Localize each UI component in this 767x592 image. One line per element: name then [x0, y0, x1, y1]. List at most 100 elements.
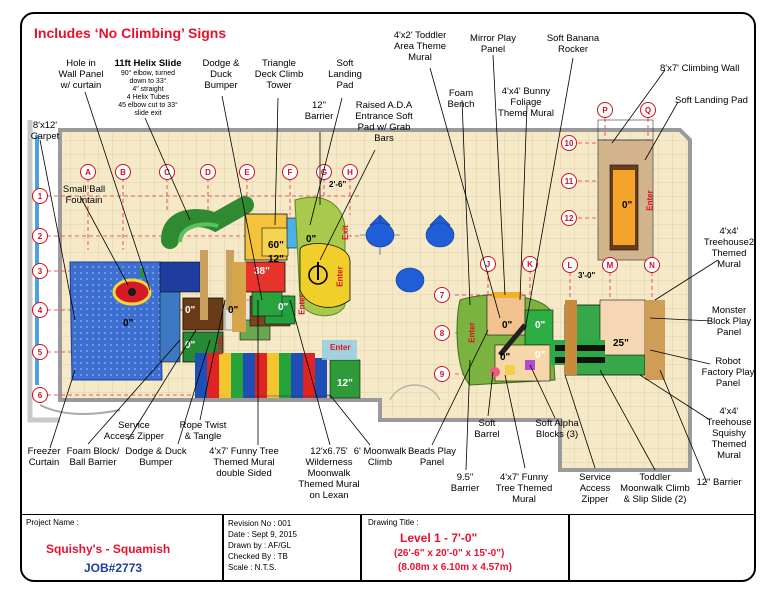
grid-row-5: 5 [32, 344, 48, 360]
callout-squishy-mural: 4'x4' Treehouse Squishy Themed Mural [706, 406, 752, 461]
signs-note: Includes ‘No Climbing’ Signs [34, 25, 227, 41]
callout-foam-block: Foam Block/ Ball Barrier [66, 446, 120, 468]
grid-row-11: 11 [561, 173, 577, 189]
callout-soft-barrel: Soft Barrel [474, 418, 500, 440]
callout-ball-fountain: Small Ball Fountain [62, 184, 106, 206]
tb-divider-2 [360, 514, 362, 580]
grid-col-D: D [200, 164, 216, 180]
callout-ada-pad: Raised A.D.A Entrance Soft Pad w/ Grab B… [355, 100, 413, 144]
job-number: JOB#2773 [84, 561, 143, 575]
callout-dodge-bottom: Dodge & Duck Bumper [125, 446, 187, 468]
callout-hole-in-wall: Hole in Wall Panel w/ curtain [58, 58, 104, 91]
scale: Scale : N.T.S. [228, 563, 277, 572]
grid-row-9: 9 [434, 366, 450, 382]
callout-treehouse2: 4'x4' Treehouse2 Themed Mural [703, 226, 755, 270]
callout-alpha-blocks: Soft Alpha Blocks (3) [535, 418, 579, 440]
callout-moonwalk-climb: 6' Moonwalk Climb [353, 446, 407, 468]
tb-divider-3 [568, 514, 570, 580]
callout-funny-tree: 4'x7' Funny Tree Themed Mural [495, 472, 553, 505]
callout-helix-detail: 90° elbow, turned down to 33° 4" straigh… [118, 70, 178, 117]
height-25: 25" [613, 338, 629, 349]
enter-label-3: Enter [330, 343, 351, 352]
height-room3: 0" [228, 305, 239, 316]
grid-row-2: 2 [32, 228, 48, 244]
height-0h: 0" [622, 200, 633, 211]
grid-col-N: N [644, 257, 660, 273]
height-38: 38" [254, 266, 270, 277]
callout-mirror-panel: Mirror Play Panel [470, 33, 516, 55]
grid-row-12: 12 [561, 210, 577, 226]
callout-bunny-mural: 4'x4' Bunny Foliage Theme Mural [498, 86, 554, 119]
height-0e: 0" [535, 320, 546, 331]
height-0b: 0" [306, 234, 317, 245]
height-room1: 0" [185, 305, 196, 316]
grid-col-F: F [282, 164, 298, 180]
grid-row-6: 6 [32, 387, 48, 403]
height-room2: 0" [185, 340, 196, 351]
grid-row-10: 10 [561, 135, 577, 151]
callout-robot-panel: Robot Factory Play Panel [701, 356, 755, 389]
height-0g: 0" [500, 352, 511, 363]
grid-row-1: 1 [32, 188, 48, 204]
callout-banana-rocker: Soft Banana Rocker [546, 33, 600, 55]
tb-divider-1 [222, 514, 224, 580]
sheet-border [20, 12, 756, 582]
callout-freezer-curtain: Freezer Curtain [27, 446, 61, 468]
callout-rope-twist: Rope Twist & Tangle [179, 420, 227, 442]
callout-climbing-wall: 8'x7' Climbing Wall [660, 63, 740, 74]
title-block [20, 514, 756, 580]
inner-wall [27, 120, 60, 423]
callout-toddler-area: 4'x2' Toddler Area Theme Mural [393, 30, 447, 63]
blue-trim [35, 135, 39, 385]
callout-barrier-95: 9.5" Barrier [450, 472, 480, 494]
grid-row-8: 8 [434, 325, 450, 341]
height-0c: 0" [278, 302, 289, 313]
grid-col-B: B [115, 164, 131, 180]
checked-by: Checked By : TB [228, 552, 288, 561]
callout-triangle-tower: Triangle Deck Climb Tower [254, 58, 304, 91]
drawing-title-label: Drawing Title : [368, 518, 419, 527]
callout-service-zipper-left: Service Access Zipper [103, 420, 165, 442]
callout-wilderness-mural: 12'x6.75' Wilderness Moonwalk Themed Mur… [298, 446, 360, 501]
grid-col-A: A [80, 164, 96, 180]
height-0f: 0" [535, 350, 546, 361]
callout-barrier-right: 12" Barrier [696, 477, 742, 488]
height-12b: 12" [337, 378, 353, 389]
project-name: Squishy's - Squamish [46, 542, 171, 556]
project-label: Project Name : [26, 518, 79, 527]
grid-row-3: 3 [32, 263, 48, 279]
callout-helix-title: 11ft Helix Slide [114, 58, 182, 69]
height-0d: 0" [502, 320, 513, 331]
drawn-by: Drawn by : AF/GL [228, 541, 292, 550]
callout-service-zipper-right: Service Access Zipper [579, 472, 611, 505]
grid-col-K: K [522, 256, 538, 272]
callout-foam-bench: Foam Bench [447, 88, 475, 110]
grid-col-P: P [597, 102, 613, 118]
revision-date: Date : Sept 9, 2015 [228, 530, 297, 539]
height-carpet: 0" [123, 318, 134, 329]
height-12a: 12" [268, 254, 284, 265]
callout-soft-landing-right: Soft Landing Pad [675, 95, 748, 106]
tables [360, 214, 455, 293]
callout-barrier-top: 12" Barrier [304, 100, 334, 122]
grid-col-E: E [239, 164, 255, 180]
callout-carpet: 8'x12' Carpet [30, 120, 60, 142]
ada-pad [299, 243, 351, 308]
callout-toddler-moonwalk: Toddler Moonwalk Climb & Slip Slide (2) [620, 472, 690, 505]
grid-col-L: L [562, 257, 578, 273]
callout-dodge-top: Dodge & Duck Bumper [202, 58, 240, 91]
height-60: 60" [268, 240, 284, 251]
callout-soft-landing-top: Soft Landing Pad [328, 58, 362, 91]
dim-gh: 2'-6" [329, 180, 347, 189]
callout-beads-panel: Beads Play Panel [407, 446, 457, 468]
dim-lm: 3'-0" [578, 271, 596, 280]
grid-col-Q: Q [640, 102, 656, 118]
level-title: Level 1 - 7'-0" [400, 531, 478, 545]
grid-col-H: H [342, 164, 358, 180]
grid-row-4: 4 [32, 302, 48, 318]
size-metric: (8.08m x 6.10m x 4.57m) [398, 562, 512, 573]
revision-no: Revision No : 001 [228, 519, 292, 528]
